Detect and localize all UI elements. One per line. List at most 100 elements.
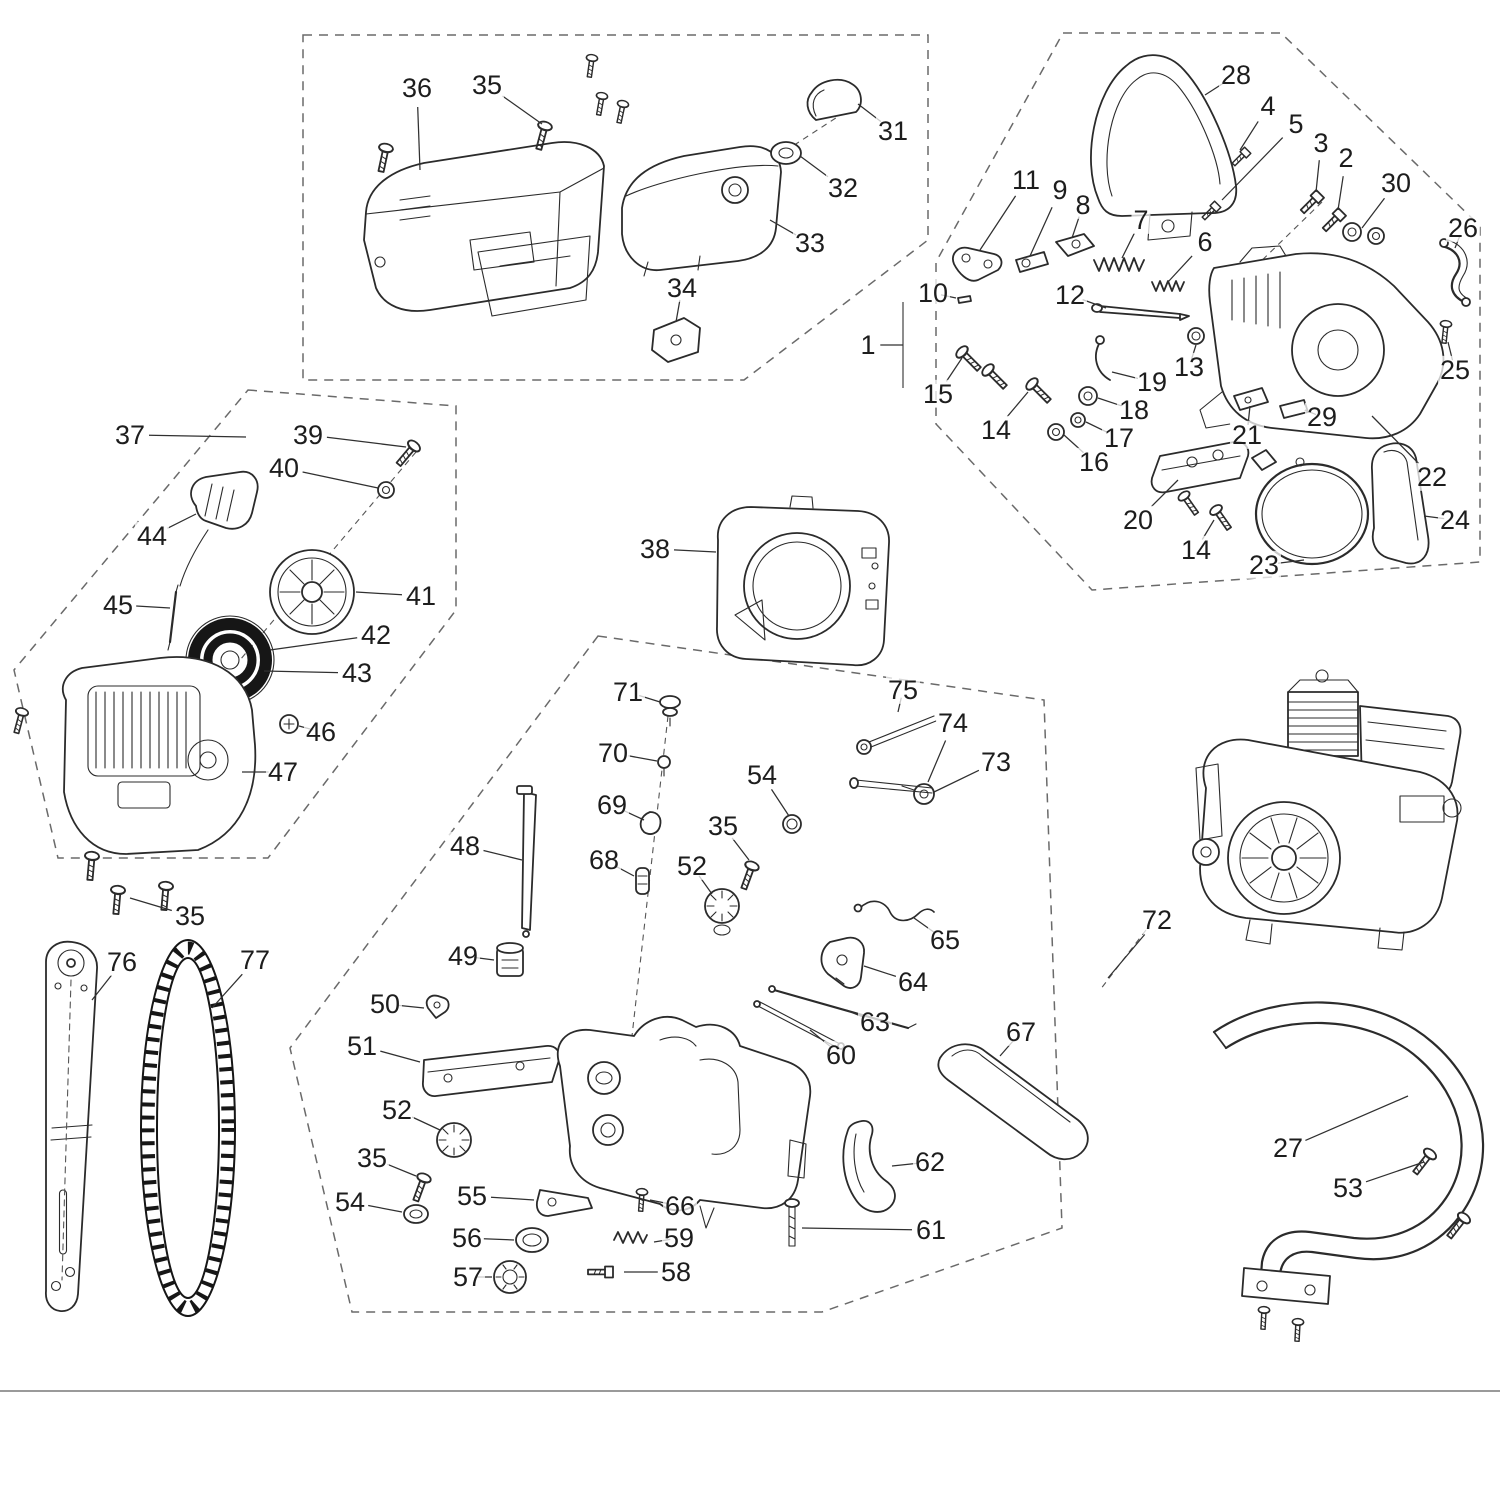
leader-line-4 bbox=[1239, 121, 1259, 151]
clutch-cover bbox=[1199, 245, 1445, 440]
leader-line-68 bbox=[614, 865, 635, 877]
leader-line-8 bbox=[1071, 216, 1080, 239]
leader-line-26 bbox=[1454, 234, 1461, 249]
guide-bar bbox=[45, 940, 98, 1312]
leader-line-72 bbox=[1107, 934, 1146, 979]
leader-line-62 bbox=[891, 1162, 917, 1167]
oil-cap bbox=[436, 1122, 472, 1158]
leader-line-20 bbox=[1150, 479, 1179, 508]
leader-line-37 bbox=[148, 434, 247, 438]
leader-line-31 bbox=[857, 103, 882, 122]
leader-line-74 bbox=[927, 740, 947, 783]
leader-line-15 bbox=[945, 357, 963, 382]
fan-housing bbox=[716, 495, 890, 667]
leader-line-36 bbox=[417, 106, 421, 171]
vent-hoses bbox=[849, 715, 937, 805]
leader-line-46 bbox=[298, 725, 314, 731]
leader-line-13 bbox=[1190, 344, 1197, 360]
leader-line-28 bbox=[1204, 81, 1226, 96]
rail-clamp bbox=[425, 994, 450, 1019]
leader-line-75 bbox=[897, 697, 902, 713]
brake-small-hardware bbox=[1047, 222, 1385, 441]
leader-line-11 bbox=[979, 195, 1017, 251]
leader-line-35 bbox=[387, 1163, 417, 1177]
ignition-wire bbox=[853, 900, 935, 922]
leader-line-29 bbox=[1304, 409, 1317, 416]
leader-line-39 bbox=[326, 436, 407, 448]
air-filter-cover bbox=[621, 145, 782, 277]
leader-line-41 bbox=[355, 591, 403, 596]
fuel-tank-handle-body bbox=[556, 1015, 812, 1229]
leader-line-52 bbox=[698, 875, 713, 895]
handlebar bbox=[1212, 1001, 1485, 1305]
hand-guard-rear bbox=[842, 1120, 896, 1213]
leader-line-65 bbox=[913, 917, 935, 933]
handle-molding bbox=[937, 1043, 1089, 1161]
leader-line-2 bbox=[1337, 176, 1344, 211]
exploded-diagram-canvas bbox=[9, 32, 1485, 1343]
leader-line-14 bbox=[1006, 391, 1029, 418]
primer-parts bbox=[493, 1227, 648, 1294]
footer: ЗУБР ПБЦ-М52-45. Схема 1-1 (Схема-состав… bbox=[0, 1390, 1500, 1500]
region-tank-handle-group bbox=[289, 635, 1063, 1313]
leader-line-5 bbox=[1221, 137, 1284, 201]
leader-line-40 bbox=[302, 471, 379, 489]
front-hand-guard bbox=[1090, 54, 1238, 241]
cover-bracket bbox=[651, 317, 701, 363]
leader-line-35 bbox=[129, 897, 172, 912]
leader-line-43 bbox=[263, 670, 339, 674]
filter-knob-cap bbox=[806, 78, 862, 121]
leader-line-32 bbox=[799, 155, 829, 178]
leader-line-25 bbox=[1447, 341, 1454, 361]
leader-line-23 bbox=[1277, 559, 1305, 564]
leader-line-12 bbox=[1082, 299, 1107, 309]
leader-line-60 bbox=[809, 1029, 831, 1047]
leader-line-19 bbox=[1111, 371, 1139, 380]
starter-pawl-nut bbox=[279, 714, 299, 734]
pulley-washer bbox=[377, 481, 395, 499]
starter-rope bbox=[167, 584, 179, 651]
leader-line-67 bbox=[999, 1039, 1015, 1057]
clutch-gasket bbox=[1439, 238, 1471, 307]
leader-line-16 bbox=[1063, 434, 1084, 454]
leader-line-35 bbox=[502, 95, 543, 125]
leader-line-21 bbox=[1247, 405, 1251, 425]
leader-line-34 bbox=[675, 299, 681, 323]
leader-line-24 bbox=[1423, 515, 1445, 520]
leader-line-49 bbox=[473, 956, 495, 961]
oil-cap-oring bbox=[403, 1204, 429, 1224]
side-trim-strip bbox=[1371, 442, 1430, 565]
brake-band bbox=[1251, 449, 1370, 566]
leader-line-22 bbox=[1371, 415, 1420, 464]
leader-line-71 bbox=[639, 694, 661, 703]
rope-pulley bbox=[269, 549, 355, 635]
cap-oring bbox=[782, 814, 802, 834]
top-cover-assembly bbox=[363, 141, 605, 317]
leader-line-66 bbox=[649, 1199, 670, 1205]
leader-line-69 bbox=[622, 809, 645, 821]
leader-line-51 bbox=[380, 1050, 421, 1063]
leader-line-33 bbox=[769, 219, 797, 236]
leader-line-53 bbox=[1365, 1161, 1425, 1183]
leader-line-44 bbox=[167, 513, 197, 529]
leader-line-54 bbox=[770, 789, 790, 817]
leader-line-27 bbox=[1305, 1095, 1409, 1141]
leader-line-45 bbox=[136, 605, 171, 609]
oil-pickup-hose bbox=[516, 785, 537, 938]
choke-lever bbox=[535, 1189, 593, 1217]
leader-line-6 bbox=[1167, 255, 1193, 283]
leader-line-14 bbox=[1201, 519, 1215, 540]
tank-grommets bbox=[635, 695, 681, 895]
leader-line-73 bbox=[933, 769, 980, 793]
leader-line-61 bbox=[801, 1227, 913, 1231]
leader-line-59 bbox=[653, 1238, 671, 1243]
leader-line-35 bbox=[731, 837, 750, 861]
starter-housing bbox=[61, 656, 257, 855]
fuel-cap bbox=[704, 888, 740, 936]
leader-line-38 bbox=[673, 549, 717, 553]
brake-lever-parts bbox=[952, 233, 1095, 304]
leader-line-30 bbox=[1361, 197, 1385, 229]
leader-lines-layer bbox=[91, 81, 1461, 1278]
region-brake-clutch-group bbox=[935, 32, 1481, 591]
